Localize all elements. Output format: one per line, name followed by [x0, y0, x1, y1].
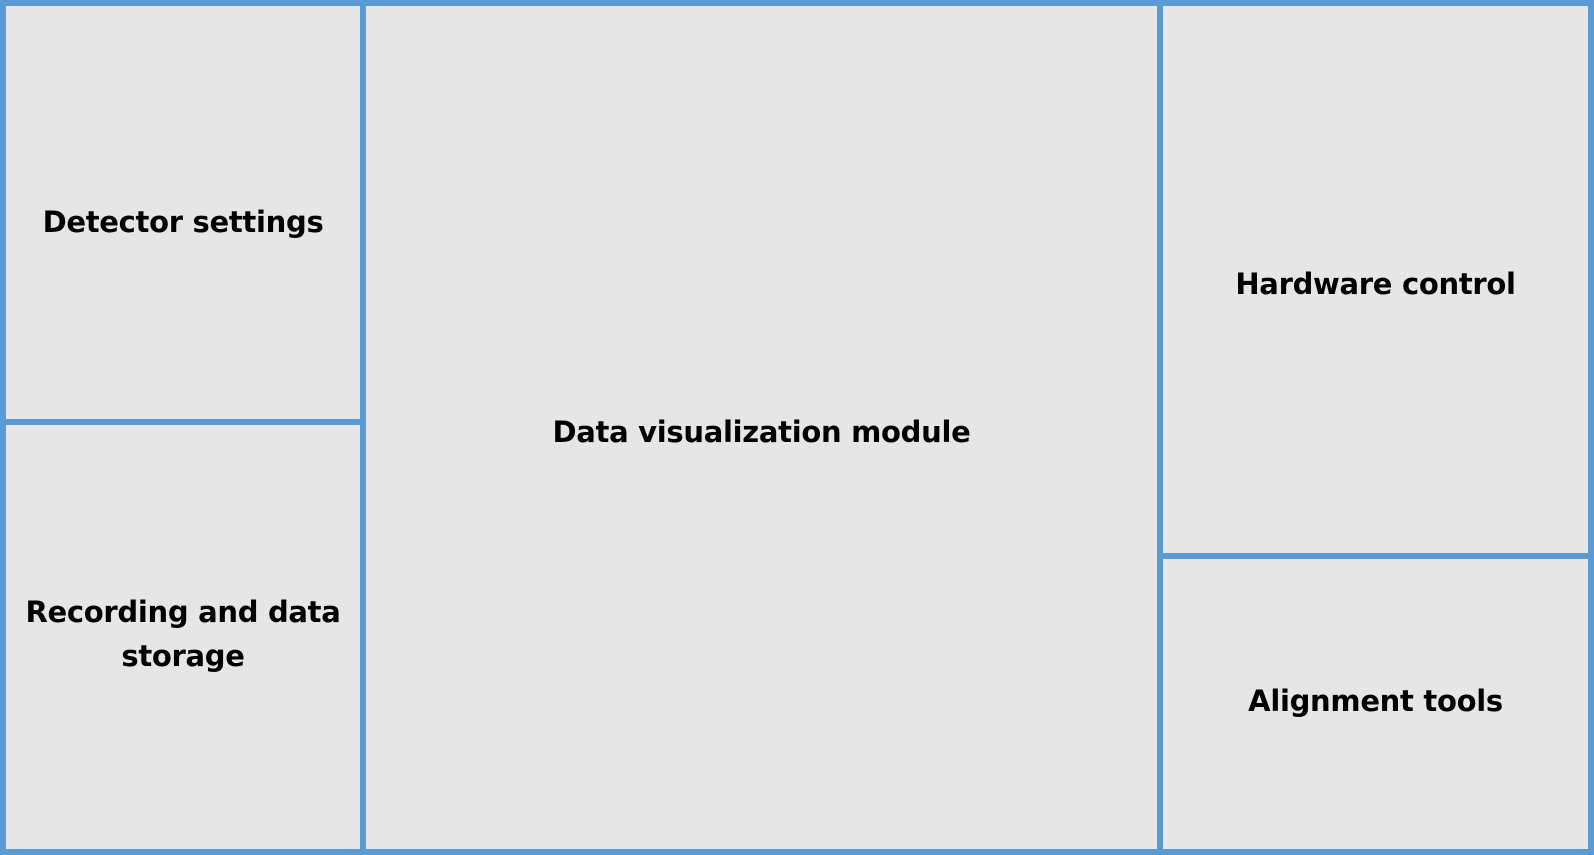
alignment-tools-label: Alignment tools [1248, 683, 1503, 718]
data-visualization-panel: Data visualization module [366, 6, 1157, 849]
detector-settings-label: Detector settings [42, 205, 324, 240]
recording-storage-panel: Recording and data storage [6, 425, 360, 849]
detector-settings-panel: Detector settings [6, 6, 360, 419]
alignment-tools-panel: Alignment tools [1163, 559, 1588, 849]
hardware-control-label: Hardware control [1235, 267, 1516, 302]
recording-storage-label: Recording and data storage [25, 594, 341, 673]
hardware-control-panel: Hardware control [1163, 6, 1588, 553]
data-visualization-label: Data visualization module [552, 415, 971, 450]
